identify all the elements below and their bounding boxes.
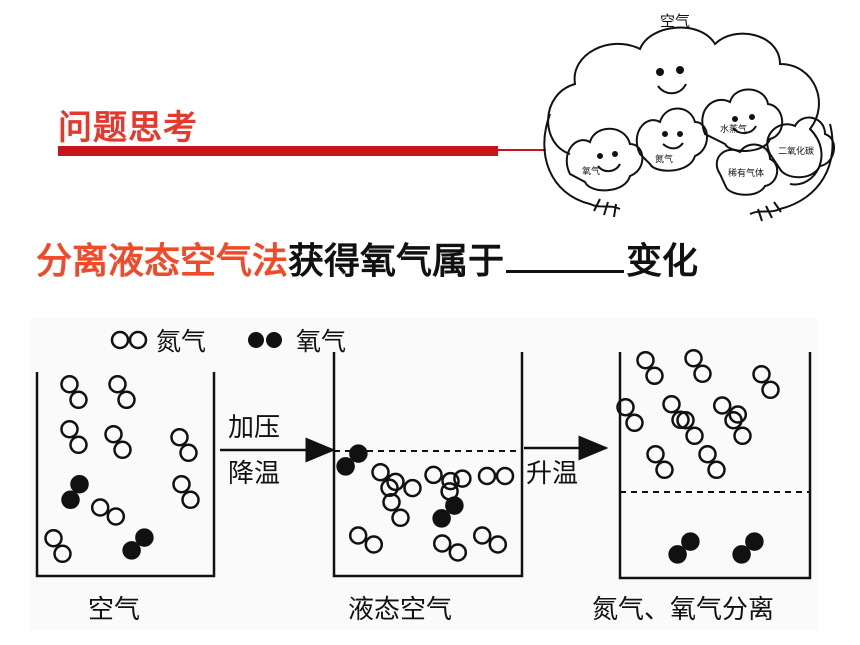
title-underline-line: [498, 149, 546, 151]
nitrogen-atom: [625, 413, 644, 433]
nitrogen-atom: [724, 410, 743, 430]
oxygen-atom: [349, 444, 368, 463]
cloud-label-co2: 二氧化碳: [778, 145, 814, 157]
nitrogen-atom: [424, 465, 443, 485]
arrow1-label-line1: 加压: [228, 413, 280, 443]
nitrogen-atom: [636, 350, 655, 370]
question-sentence: 分离液态空气法获得氧气属于 变化: [36, 232, 698, 284]
nitrogen-atom: [733, 426, 752, 446]
nitrogen-atom: [616, 397, 635, 417]
cloud-label-rare-gas: 稀有气体: [728, 167, 764, 179]
legend-oxygen-icon-b: [266, 332, 282, 348]
nitrogen-atom: [69, 435, 88, 455]
nitrogen-atom: [108, 374, 127, 394]
nitrogen-atom: [391, 508, 410, 528]
arrow2-label: 升温: [526, 459, 578, 489]
legend-nitrogen-label: 氮气: [156, 327, 206, 356]
page-title: 问题思考: [58, 108, 198, 148]
container-liquid-air: [332, 352, 524, 578]
nitrogen-atom: [104, 424, 123, 444]
oxygen-atom: [122, 541, 141, 560]
nitrogen-atom: [684, 348, 703, 368]
oxygen-atom: [135, 528, 154, 547]
nitrogen-atom: [60, 374, 79, 394]
nitrogen-atom: [477, 466, 497, 486]
nitrogen-atom: [685, 426, 704, 446]
nitrogen-atom: [117, 390, 136, 410]
nitrogen-atom: [179, 443, 198, 463]
legend-oxygen-icon: [248, 332, 264, 348]
nitrogen-atom: [495, 466, 515, 486]
container-separated: [618, 352, 812, 580]
question-end: 变化: [626, 241, 699, 282]
nitrogen-atom: [106, 507, 126, 526]
legend-oxygen-label: 氧气: [296, 327, 346, 356]
question-middle: 获得氧气属于: [288, 241, 505, 282]
container-air-label: 空气: [88, 595, 140, 625]
nitrogen-atom: [113, 440, 132, 460]
oxygen-atom: [336, 457, 355, 476]
air-cartoon-illustration: 氧气 氮气 水蒸气 二氧化碳 稀有气体: [543, 26, 835, 222]
nitrogen-atom: [364, 535, 384, 554]
oxygen-atom: [432, 509, 451, 528]
nitrogen-atom: [386, 472, 405, 492]
container-liquid-air-label: 液态空气: [348, 595, 452, 625]
cloud-label-oxygen: 氧气: [582, 165, 600, 177]
nitrogen-atom: [348, 526, 368, 545]
legend: 氮气 氧气: [110, 327, 346, 356]
nitrogen-atom: [488, 535, 508, 554]
nitrogen-atom: [403, 478, 422, 498]
cloud-label-nitrogen: 氮气: [655, 153, 673, 165]
nitrogen-atom: [645, 366, 664, 386]
nitrogen-atom: [44, 528, 63, 548]
nitrogen-atom: [448, 543, 468, 562]
container-air: [35, 372, 216, 578]
question-blank: [506, 240, 625, 273]
oxygen-atom: [70, 474, 89, 494]
oxygen-atom: [745, 532, 764, 551]
nitrogen-atom: [752, 364, 771, 384]
legend-nitrogen-icon: [110, 330, 130, 350]
arrow1-label-line2: 降温: [228, 459, 280, 489]
legend-nitrogen-icon-b: [128, 330, 148, 350]
oxygen-atom: [61, 490, 80, 510]
title-underline-bar: [58, 146, 498, 156]
nitrogen-atom: [90, 498, 110, 517]
nitrogen-atom: [655, 460, 674, 480]
nitrogen-atom: [432, 534, 452, 553]
nitrogen-atom: [382, 492, 401, 512]
nitrogen-atom: [170, 427, 189, 447]
molecules-group: [44, 348, 780, 564]
nitrogen-atom: [662, 394, 681, 414]
oxygen-atom: [445, 496, 464, 515]
nitrogen-atom: [380, 478, 399, 498]
nitrogen-atom: [472, 526, 492, 545]
cartoon-label: 空气: [660, 12, 691, 30]
nitrogen-atom: [646, 444, 665, 464]
nitrogen-atom: [712, 396, 732, 415]
question-highlight: 分离液态空气法: [36, 241, 289, 282]
oxygen-atom: [732, 545, 751, 564]
nitrogen-atom: [441, 471, 460, 491]
nitrogen-atom: [60, 419, 79, 439]
nitrogen-atom: [453, 469, 472, 488]
nitrogen-atom: [181, 490, 200, 510]
nitrogen-atom: [707, 460, 726, 480]
nitrogen-atom: [172, 474, 191, 494]
container-separated-label: 氮气、氧气分离: [592, 595, 774, 625]
nitrogen-atom: [371, 462, 390, 482]
nitrogen-atom: [69, 390, 88, 410]
nitrogen-atom: [693, 364, 712, 384]
nitrogen-atom: [676, 410, 695, 430]
nitrogen-atom: [53, 544, 72, 564]
nitrogen-atom: [698, 444, 717, 464]
oxygen-atom: [668, 545, 687, 564]
oxygen-atom: [681, 532, 700, 551]
cloud-label-water-vapor: 水蒸气: [720, 123, 747, 135]
nitrogen-atom: [761, 380, 780, 400]
